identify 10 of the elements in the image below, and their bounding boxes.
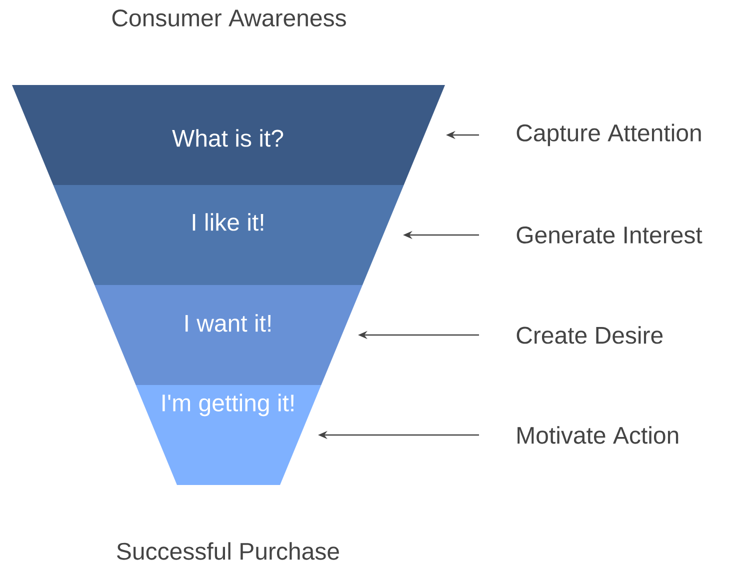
funnel-band: What is it? (12, 85, 445, 185)
title: Consumer Awareness (112, 10, 346, 26)
stage-label: Motivate Action (518, 426, 678, 444)
funnel-band: I want it! (94, 285, 362, 385)
stage-label: Capture Attention (516, 124, 701, 146)
stage-label: Create Desire (516, 326, 663, 344)
stage-label: Generate Interest (516, 226, 702, 244)
funnel-band: I like it! (53, 185, 404, 285)
funnel-band: I'm getting it! (136, 385, 322, 485)
caption: Successful Purchase (117, 542, 339, 560)
